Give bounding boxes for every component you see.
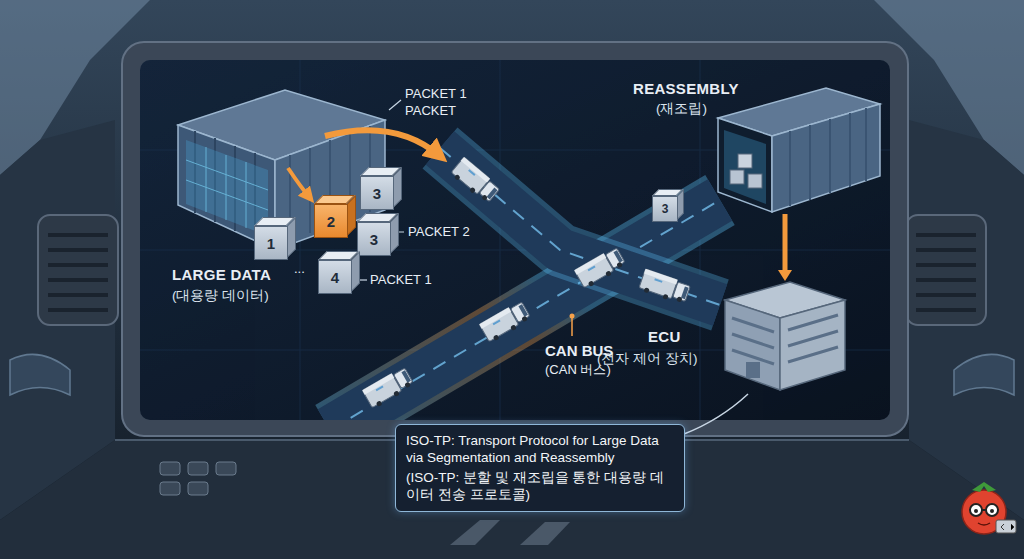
packet-label: PACKET 2 bbox=[408, 224, 470, 239]
packet-number: 3 bbox=[373, 185, 381, 202]
packet-label: PACKET 1 bbox=[405, 86, 467, 101]
bus-label: CAN BUS bbox=[545, 342, 613, 359]
packet-number: 3 bbox=[370, 231, 378, 248]
packet-number: 3 bbox=[662, 202, 669, 216]
node-subheading: (대용량 데이터) bbox=[172, 287, 269, 305]
packet-box: 3 bbox=[360, 176, 394, 210]
packet-box: 4 bbox=[318, 260, 352, 294]
caption-box: ISO-TP: Transport Protocol for Large Dat… bbox=[395, 424, 685, 512]
packet-box: 1 bbox=[254, 226, 288, 260]
arrow-head bbox=[778, 270, 792, 281]
node-subheading: (재조립) bbox=[656, 100, 707, 118]
bus-label: (CAN 버스) bbox=[545, 361, 611, 379]
packet-box: 3 bbox=[357, 222, 391, 256]
caption-text: (ISO-TP: 분할 및 재조립을 통한 대용량 데이터 전송 프로토콜) bbox=[406, 469, 674, 503]
node-heading: ECU bbox=[648, 328, 681, 345]
packet-number: 4 bbox=[331, 269, 339, 286]
caption-text: ISO-TP: Transport Protocol for Large Dat… bbox=[406, 432, 674, 466]
packet-number: 2 bbox=[327, 213, 335, 230]
packet-label: PACKET bbox=[405, 103, 456, 118]
packet-label: PACKET 1 bbox=[370, 272, 432, 287]
node-heading: LARGE DATA bbox=[172, 266, 271, 283]
packet-box: 2 bbox=[314, 204, 348, 238]
reassembly-container: REASSEMBLY(재조립) bbox=[718, 88, 880, 212]
packet-number: 1 bbox=[267, 235, 275, 252]
packet-box: 3 bbox=[652, 196, 678, 222]
node-heading: REASSEMBLY bbox=[633, 80, 739, 97]
flow-arrow bbox=[783, 214, 788, 272]
ecu-building: ECU(전자 제어 장치) bbox=[725, 282, 845, 390]
ellipsis-mark: ... bbox=[294, 261, 305, 276]
